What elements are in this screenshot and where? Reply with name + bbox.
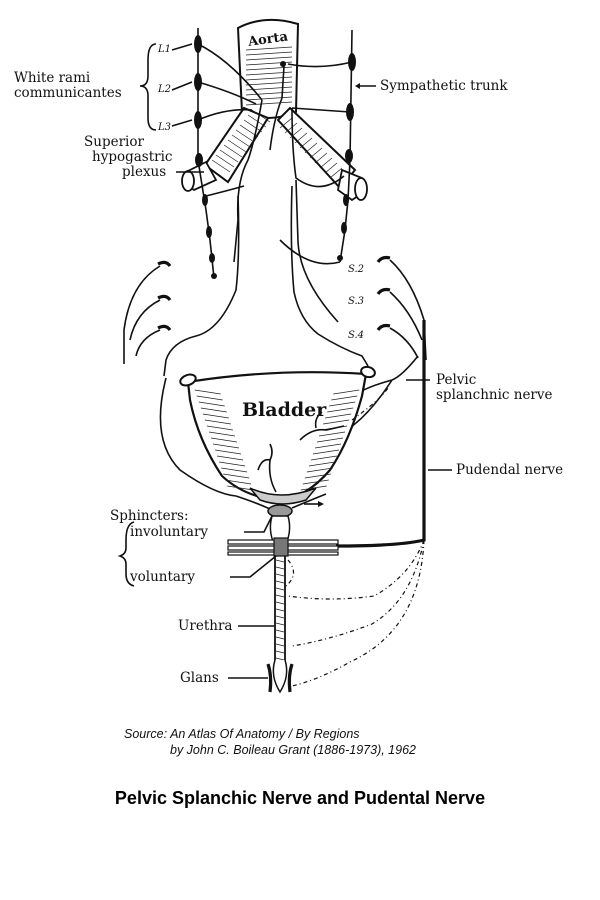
leader-lines	[117, 43, 452, 679]
source-line2: by John C. Boileau Grant (1886-1973), 19…	[170, 743, 416, 757]
urethra-label: Urethra	[178, 618, 232, 634]
white-rami-label-line1: White rami	[14, 70, 91, 86]
l1-label: L1	[157, 44, 171, 55]
pudendal-branches	[285, 387, 425, 687]
superior-hypogastric-label-line3: plexus	[122, 164, 166, 180]
source-line1: Source: An Atlas Of Anatomy / By Regions	[124, 727, 360, 741]
sympathetic-trunk-right	[337, 29, 356, 263]
pudendal-nerve-label: Pudendal nerve	[456, 462, 563, 478]
pelvic-splanchnic-label-line1: Pelvic	[436, 372, 476, 388]
urethra	[227, 504, 339, 694]
aorta	[181, 18, 368, 202]
sacral-nerves-right	[325, 255, 427, 548]
sphincters-label: Sphincters:	[110, 508, 189, 524]
source-citation: Source: An Atlas Of Anatomy / By Regions…	[124, 726, 416, 758]
s2-label: S.2	[348, 264, 364, 275]
s4-label: S.4	[348, 330, 364, 341]
superior-hypogastric-label-line2: hypogastric	[92, 149, 172, 165]
superior-hypogastric-label-line1: Superior	[84, 134, 144, 150]
white-rami-label-line2: communicantes	[14, 85, 122, 101]
involuntary-label: involuntary	[130, 524, 208, 540]
voluntary-label: voluntary	[129, 569, 195, 585]
sympathetic-trunk-left	[194, 28, 217, 279]
sacral-nerves-left	[123, 260, 237, 497]
bladder-label: Bladder	[242, 399, 327, 421]
lumbar-splanchnic-nerves	[197, 43, 353, 323]
l2-label: L2	[157, 84, 171, 95]
s3-label: S.3	[348, 296, 364, 307]
glans-label: Glans	[180, 670, 219, 686]
pelvic-splanchnic-label-line2: splanchnic nerve	[436, 387, 553, 403]
bladder	[179, 365, 376, 511]
l3-label: L3	[157, 122, 171, 133]
hypogastric-nerves	[163, 185, 369, 377]
aorta-label: Aorta	[246, 29, 289, 50]
figure-title: Pelvic Splanchic Nerve and Pudental Nerv…	[114, 788, 486, 808]
sympathetic-trunk-label: Sympathetic trunk	[380, 78, 508, 94]
